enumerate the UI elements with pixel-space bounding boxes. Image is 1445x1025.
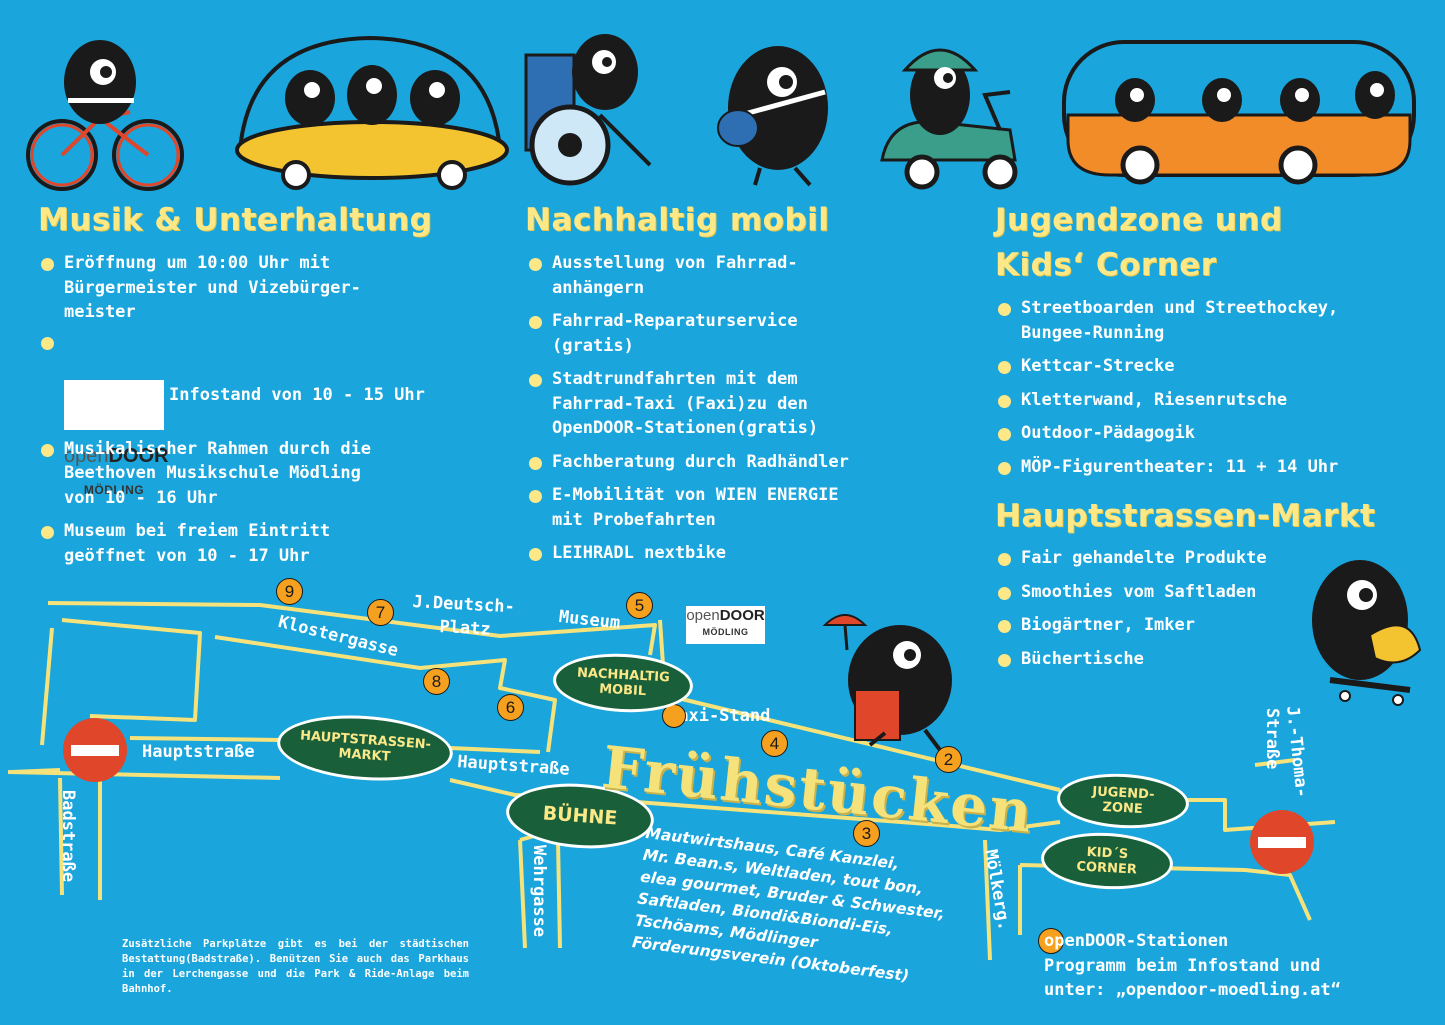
mobil-list: Ausstellung von Fahrrad- anhängern Fahrr…: [528, 251, 948, 575]
jugend-title-line2: Kids‘ Corner: [995, 247, 1217, 283]
list-item: Fair gehandelte Produkte: [997, 546, 1297, 571]
station-marker[interactable]: 3: [853, 820, 880, 847]
street-wehrgasse: Wehrgasse: [529, 845, 549, 938]
mobil-title: Nachhaltig mobil: [525, 202, 830, 238]
skateboard-figure-icon: [1312, 560, 1422, 706]
station-marker[interactable]: 7: [367, 599, 394, 626]
legend-line2: Programm beim Infostand und: [1044, 956, 1321, 976]
list-item: Outdoor-Pädagogik: [997, 421, 1437, 446]
parking-note: Zusätzliche Parkplätze gibt es bei der s…: [122, 938, 469, 995]
station-marker[interactable]: 6: [497, 694, 524, 721]
list-item: MÖP-Figurentheater: 11 + 14 Uhr: [997, 455, 1437, 480]
list-item: Kletterwand, Riesenrutsche: [997, 388, 1437, 413]
opendoor-logo-map: openDOOR MÖDLING: [686, 606, 765, 644]
wheelchair-figure-icon: [524, 34, 652, 186]
list-item: Fahrrad-Reparaturservice (gratis): [528, 309, 948, 358]
street-hauptstrasse-left: Hauptstraße: [142, 742, 255, 762]
walking-figure-icon: [717, 46, 828, 187]
list-item: Büchertische: [997, 647, 1297, 672]
legend-station-label: openDOOR-Stationen: [1044, 931, 1229, 951]
no-entry-sign-icon: [63, 718, 127, 782]
list-item: E-Mobilität von WIEN ENERGIE mit Probefa…: [528, 483, 948, 532]
musik-title: Musik & Unterhaltung: [38, 202, 433, 238]
opendoor-logo: openDOOR MÖDLING: [64, 379, 169, 497]
vehicles-illustration: [26, 34, 1416, 191]
no-entry-sign-icon: [1250, 810, 1314, 874]
waiter-figure-icon: [822, 614, 952, 752]
markt-list: Fair gehandelte Produkte Smoothies vom S…: [997, 546, 1297, 680]
musik-list: Eröffnung um 10:00 Uhr mit Bürgermeister…: [40, 251, 490, 577]
list-item: Ausstellung von Fahrrad- anhängern: [528, 251, 948, 300]
station-marker[interactable]: 4: [761, 730, 788, 757]
bus-figure-icon: [1062, 40, 1416, 185]
list-item: Fachberatung durch Radhändler: [528, 450, 948, 475]
bicycle-figure-icon: [26, 40, 184, 191]
list-item: Museum bei freiem Eintritt geöffnet von …: [40, 519, 490, 568]
list-item: Smoothies vom Saftladen: [997, 580, 1297, 605]
legend-station-dot: [1038, 928, 1064, 954]
markt-title: Hauptstrassen-Markt: [995, 498, 1376, 534]
station-marker[interactable]: 5: [626, 592, 653, 619]
station-marker[interactable]: 2: [935, 746, 962, 773]
list-item: Eröffnung um 10:00 Uhr mit Bürgermeister…: [40, 251, 490, 325]
street-thoma-line2: Straße: [1262, 708, 1282, 770]
street-deutsch-platz-line2: Platz: [438, 617, 492, 640]
list-item: Biogärtner, Imker: [997, 613, 1297, 638]
scooter-figure-icon: [880, 48, 1018, 190]
list-item: LEIHRADL nextbike: [528, 541, 948, 566]
list-item: openDOOR MÖDLING Infostand von 10 - 15 U…: [40, 330, 490, 497]
station-marker[interactable]: 8: [423, 668, 450, 695]
station-marker[interactable]: 9: [276, 578, 303, 605]
street-badstrasse: Badstraße: [58, 790, 78, 883]
list-item: Kettcar-Strecke: [997, 354, 1437, 379]
list-item: Musikalischer Rahmen durch die Beethoven…: [40, 437, 490, 511]
jugend-list: Streetboarden und Streethockey, Bungee-R…: [997, 296, 1437, 488]
jugend-title-line1: Jugendzone und: [995, 202, 1283, 238]
faxi-stand-label: Faxi-Stand: [668, 706, 771, 726]
legend-line3: unter: „opendoor-moedling.at“: [1044, 980, 1341, 1000]
car-figure-icon: [235, 35, 509, 190]
list-item: Stadtrundfahrten mit dem Fahrrad-Taxi (F…: [528, 367, 948, 441]
list-item: Streetboarden und Streethockey, Bungee-R…: [997, 296, 1437, 345]
